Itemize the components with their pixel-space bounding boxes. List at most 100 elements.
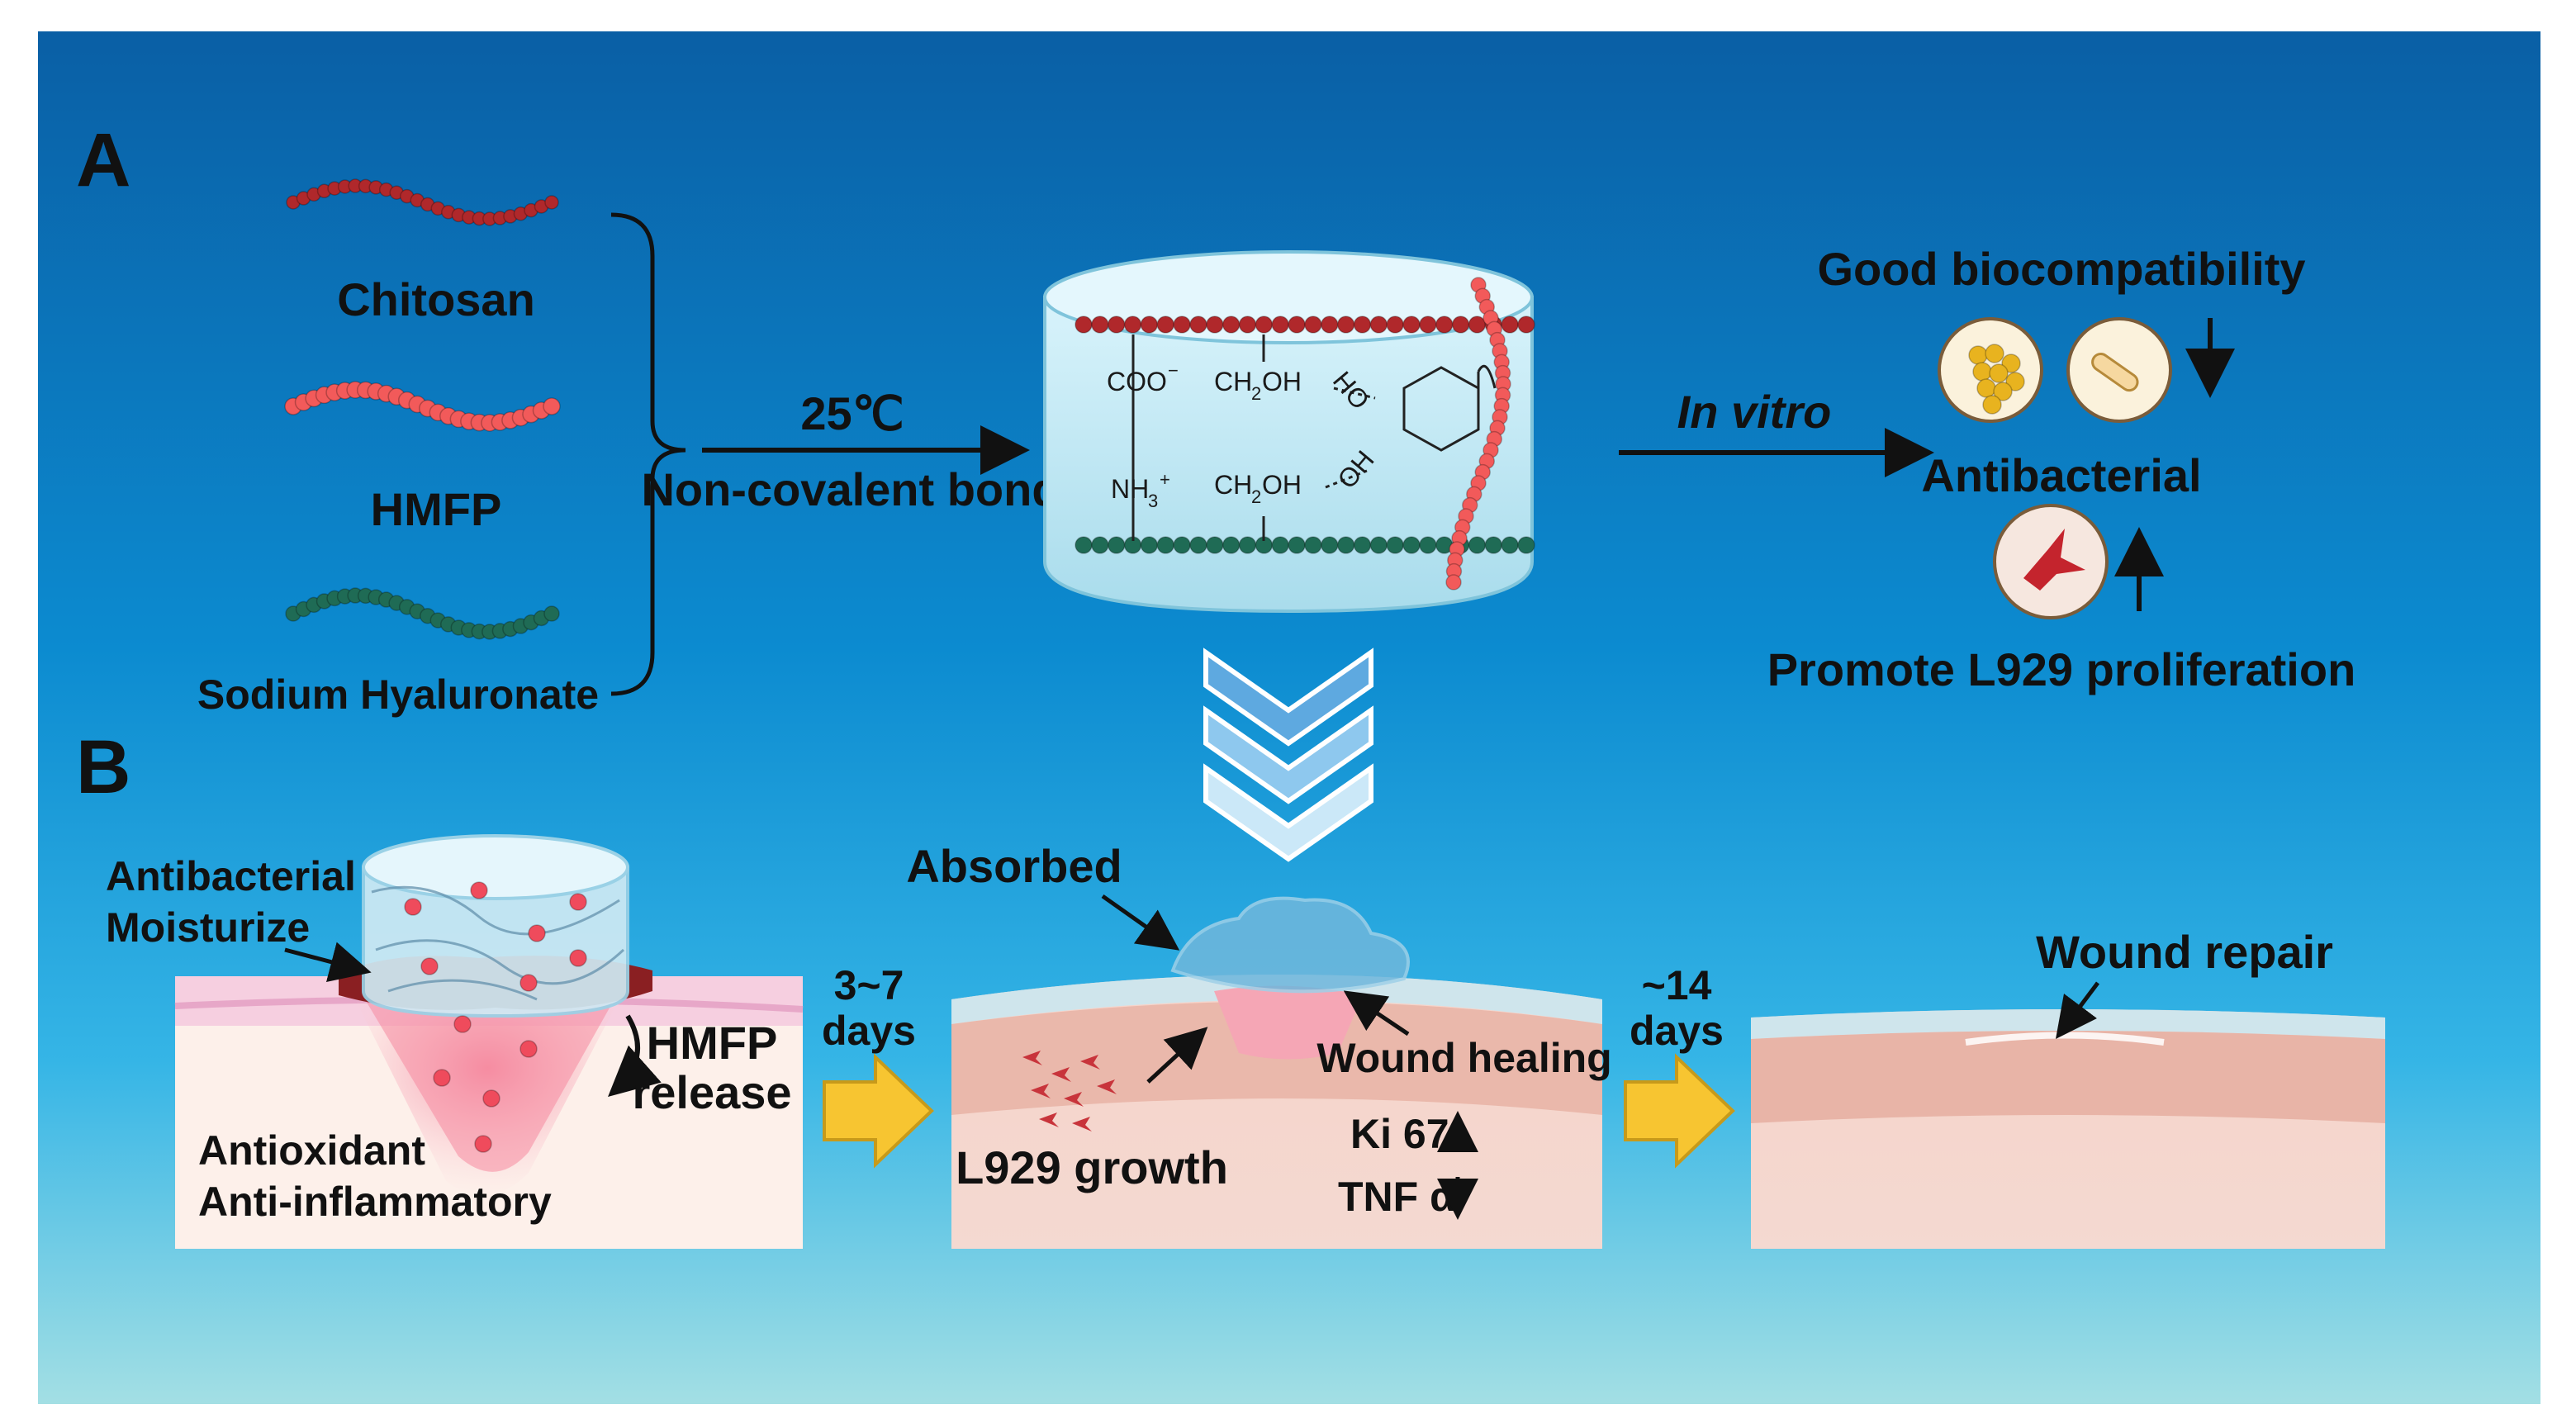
svg-text:2: 2 [1251, 383, 1261, 404]
l929-cell [1064, 1092, 1084, 1107]
gel-hyaluronate-bead [1386, 536, 1404, 554]
svg-text:+: + [1160, 469, 1170, 490]
temperature-label: 25℃ [800, 387, 904, 439]
hmfp-particle [519, 974, 538, 992]
chitosan-chain [286, 178, 559, 226]
wound-repair-label: Wound repair [2036, 926, 2333, 978]
transition-arrow-1 [823, 1053, 934, 1169]
hmfp-particle [482, 1089, 500, 1108]
hmfp-bead [543, 397, 561, 415]
l929-cell [1097, 1079, 1117, 1094]
gel-chitosan-bead [1123, 315, 1142, 334]
hmfp-particle [528, 924, 546, 942]
wound-healing-pointer [1343, 990, 1410, 1037]
days-14-label: ~14 [1642, 962, 1712, 1008]
gel-chitosan-bead [1419, 315, 1437, 334]
transition-arrow-2 [1624, 1053, 1735, 1169]
coccus [2005, 372, 2025, 391]
hmfp-particles [404, 881, 587, 1153]
gel-hyaluronate-bead [1075, 536, 1093, 554]
hmfp-particle [453, 1015, 472, 1033]
gel-hyaluronate-bead [1140, 536, 1159, 554]
combine-bracket [610, 212, 686, 696]
antioxidant-label: Antioxidant [198, 1127, 425, 1174]
gel-chitosan-bead [1255, 315, 1274, 334]
gel-chitosan-bead [1386, 315, 1404, 334]
coccus [2001, 353, 2021, 373]
days-label-1: days [822, 1008, 916, 1054]
svg-text:OH: OH [1262, 367, 1302, 396]
gel-hyaluronate-bead [1468, 536, 1487, 554]
hmfp-chain [284, 381, 561, 432]
gel-hyaluronate-bead [1484, 536, 1503, 554]
gel-hyaluronate-bead [1222, 536, 1241, 554]
fibroblast-cell-icon [1993, 504, 2109, 619]
absorbed-gel-blob [1170, 896, 1410, 994]
hmfp-release-label-1: HMFP [647, 1017, 778, 1069]
coccus [1993, 382, 2013, 401]
gel-chitosan-bead [1501, 315, 1519, 334]
release-curved-arrow [608, 1014, 662, 1097]
svg-text:NH: NH [1111, 474, 1149, 504]
l929-growth-label: L929 growth [956, 1141, 1228, 1193]
gel-hyaluronate-bead [1369, 536, 1388, 554]
l929-cell [1051, 1067, 1071, 1082]
gel-chitosan-bead [1271, 315, 1289, 334]
coccus [1972, 362, 1992, 382]
proliferation-label: Promote L929 proliferation [1767, 643, 2356, 695]
l929-cell [1080, 1055, 1100, 1070]
antibacterial-label: Antibacterial [1921, 449, 2201, 501]
svg-text:2: 2 [1251, 486, 1261, 507]
l929-pointer [1146, 1027, 1208, 1084]
gel-hyaluronate-bead [1353, 536, 1372, 554]
gel-hyaluronate-bead [1304, 536, 1322, 554]
antibacterial-b-label: Antibacterial [106, 853, 356, 899]
gel-hyaluronate-bead [1173, 536, 1191, 554]
svg-text:COO: COO [1107, 367, 1167, 396]
l929-cell [1039, 1113, 1059, 1127]
days-3-7-label: 3~7 [834, 962, 904, 1008]
gel-hyaluronate-bead [1156, 536, 1175, 554]
gel-chitosan-bead [1321, 315, 1339, 334]
gel-chitosan-bead [1206, 315, 1224, 334]
bacteria-cocci-icon [1938, 317, 2043, 423]
hmfp-particle [433, 1069, 451, 1087]
down-chevrons [1203, 648, 1373, 862]
bond-label: Non-covalent bond [641, 463, 1060, 515]
hyaluronate-chain [285, 587, 560, 640]
hmfp-particle [470, 881, 488, 899]
hmfp-particle [569, 949, 587, 967]
gel-chitosan-bead [1517, 315, 1535, 334]
moisturize-pointer [284, 942, 372, 982]
gel-hyaluronate-bead [1238, 536, 1257, 554]
hmfp-particle [519, 1040, 538, 1058]
svg-text:3: 3 [1148, 491, 1158, 511]
gel-chitosan-bead [1336, 315, 1355, 334]
hmfp-particle [404, 898, 422, 916]
gel-hmfp-bead [1445, 574, 1462, 591]
coccus [1968, 345, 1988, 365]
absorbed-label: Absorbed [906, 840, 1122, 892]
anti-inflammatory-label: Anti-inflammatory [198, 1179, 552, 1225]
gel-hyaluronate-bead [1517, 536, 1535, 554]
gel-hyaluronate-bead [1189, 536, 1207, 554]
gel-hyaluronate-bead [1091, 536, 1109, 554]
hmfp-label: HMFP [371, 483, 502, 535]
hyaluronate-bead [543, 605, 560, 622]
moisturize-label: Moisturize [106, 904, 310, 951]
gel-chitosan-chain [1075, 315, 1535, 334]
gel-chitosan-bead [1451, 315, 1470, 334]
chitosan-bead [544, 195, 559, 210]
l929-cell [1031, 1084, 1051, 1098]
gel-chitosan-bead [1353, 315, 1372, 334]
sodium-hyaluronate-label: Sodium Hyaluronate [197, 671, 599, 718]
gel-chitosan-bead [1402, 315, 1421, 334]
gel-hyaluronate-bead [1271, 536, 1289, 554]
gel-hyaluronate-bead [1402, 536, 1421, 554]
hmfp-particle [569, 893, 587, 911]
l929-cell [1022, 1051, 1042, 1065]
gel-hyaluronate-bead [1419, 536, 1437, 554]
biocompatibility-label: Good biocompatibility [1817, 243, 2305, 295]
tnf-label: TNF α [1338, 1174, 1455, 1220]
